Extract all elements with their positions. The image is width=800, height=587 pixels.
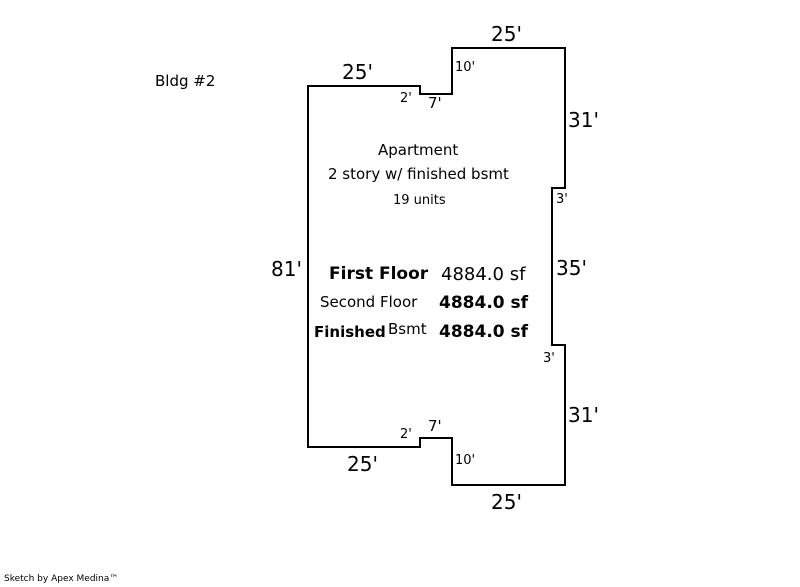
area-second-floor-value: 4884.0 sf: [439, 293, 529, 313]
dim-bottom-left: 25': [347, 452, 378, 476]
area-second-floor-label: Second Floor: [320, 293, 418, 311]
dim-left: 81': [271, 257, 302, 281]
area-first-floor-value: 4884.0 sf: [441, 264, 526, 285]
dim-bottom-notch-rise: 10': [455, 453, 476, 468]
building-style: 2 story w/ finished bsmt: [328, 165, 509, 183]
building-label: Bldg #2: [155, 72, 216, 90]
area-bsmt-label-a: Finished: [314, 323, 386, 341]
floor-plan-perimeter: [307, 47, 566, 486]
area-first-floor-label: First Floor: [329, 264, 429, 284]
dim-bottom-notch-width: 7': [428, 417, 442, 435]
building-type: Apartment: [378, 141, 459, 159]
dim-right-lower: 31': [568, 403, 599, 427]
footer-credit: Sketch by Apex Medina™: [4, 574, 119, 584]
dim-right-jog-lower: 3': [543, 351, 555, 366]
dim-top-notch-width: 7': [428, 94, 442, 112]
dim-bottom-right: 25': [491, 490, 522, 514]
unit-count: 19 units: [393, 193, 446, 208]
area-bsmt-value: 4884.0 sf: [439, 322, 529, 342]
dim-top-notch-drop: 2': [400, 91, 412, 106]
dim-top-left: 25': [342, 60, 373, 84]
dim-right-upper: 31': [568, 108, 599, 132]
dim-right-middle: 35': [556, 256, 587, 280]
dim-top-right: 25': [491, 22, 522, 46]
dim-top-notch-rise: 10': [455, 60, 476, 75]
dim-right-jog-upper: 3': [556, 192, 568, 207]
dim-bottom-notch-drop: 2': [400, 427, 412, 442]
area-bsmt-label-b: Bsmt: [388, 320, 427, 338]
